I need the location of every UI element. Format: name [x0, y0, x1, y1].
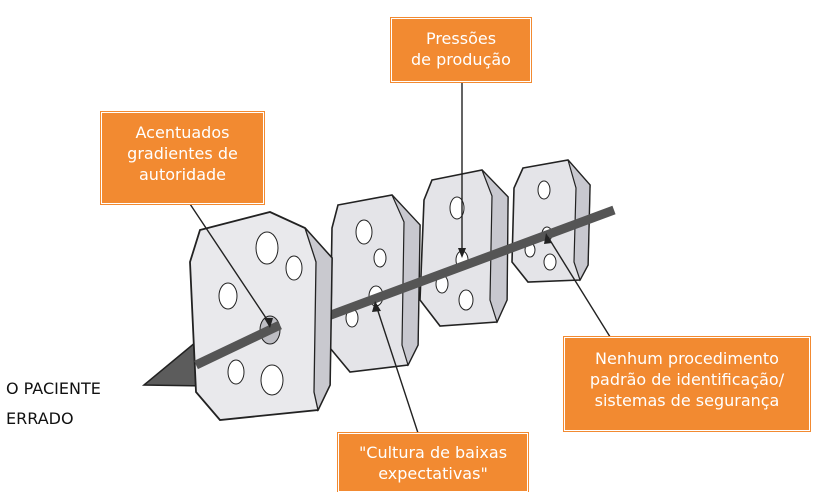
- callout-text: de produção: [411, 50, 511, 69]
- callout-text: autoridade: [139, 165, 226, 184]
- outcome-label: O PACIENTE ERRADO: [6, 374, 146, 434]
- connector-lines: [189, 82, 613, 434]
- callout-no-standard-procedure: Nenhum procedimento padrão de identifica…: [564, 337, 810, 431]
- callout-text: Acentuados: [135, 123, 230, 142]
- outcome-line: ERRADO: [6, 409, 74, 428]
- callout-text: expectativas": [378, 464, 488, 483]
- callout-text: Nenhum procedimento: [595, 349, 779, 368]
- cheese-slice-2: [329, 194, 421, 373]
- outcome-line: O PACIENTE: [6, 379, 101, 398]
- callout-text: padrão de identificação/: [589, 370, 785, 389]
- callout-text: Pressões: [425, 29, 497, 48]
- callout-low-expectations-culture: "Cultura de baixas expectativas": [338, 433, 528, 492]
- callout-text: gradientes de: [127, 144, 238, 163]
- callout-production-pressures: Pressões de produção: [391, 18, 531, 82]
- cheese-slice-1: [189, 211, 333, 421]
- callout-text: "Cultura de baixas: [358, 443, 508, 462]
- callout-authority-gradients: Acentuados gradientes de autoridade: [101, 112, 264, 204]
- callout-text: sistemas de segurança: [594, 391, 780, 410]
- connector-arrowheads: [264, 233, 552, 328]
